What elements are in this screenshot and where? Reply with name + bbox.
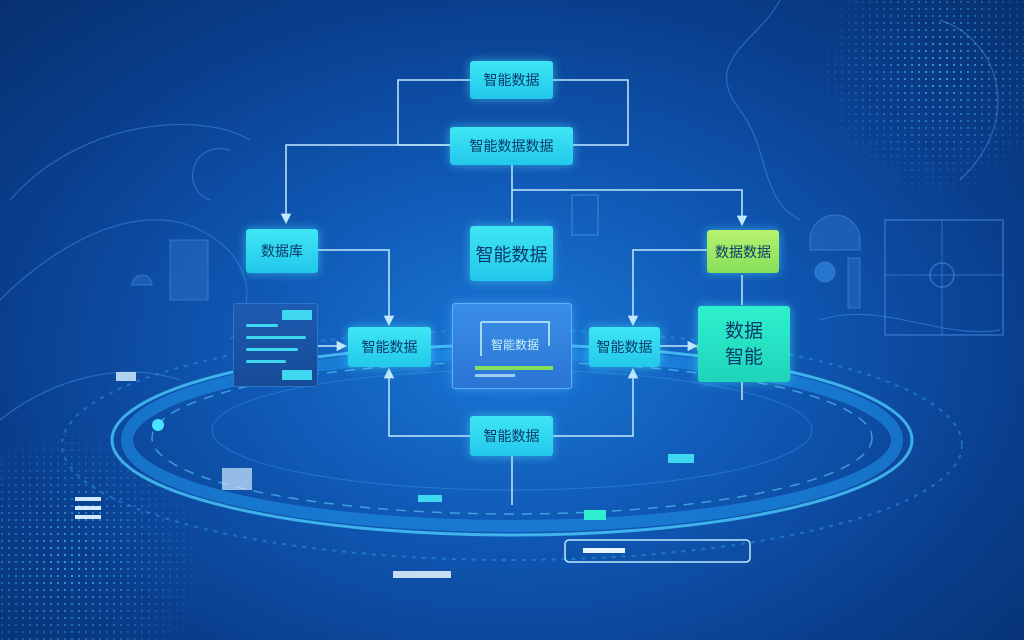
node-left-small[interactable]: 数据库 [246,229,318,273]
background-curves [0,0,1001,421]
doc-line [246,360,286,363]
document-panel [233,303,318,387]
node-bottom[interactable]: 智能数据 [470,416,553,456]
dot-pattern-top-right [800,0,1024,220]
node-left-mid[interactable]: 智能数据 [348,327,431,367]
node-center-mid[interactable]: 智能数据 [470,226,553,281]
node-right-big-line1: 数据 [724,320,763,342]
node-top-b[interactable]: 智能数据数据 [450,127,573,165]
node-right-big-line2: 智能 [724,346,763,368]
screen-frame-icon [475,321,553,377]
doc-line [246,336,306,339]
connectors [280,79,748,505]
doc-block [282,310,312,320]
doc-line [246,348,298,351]
node-right-big[interactable]: 数据 智能 [698,306,790,382]
node-right-small[interactable]: 数据数据 [707,230,779,273]
doc-line [246,324,278,327]
screen-panel: 智能数据 [452,303,572,389]
screen-caption: 智能数据 [491,338,540,352]
decorative-shapes [131,194,1004,336]
dot-pattern-bottom-left [0,420,220,640]
doc-block [282,370,312,380]
node-top-a[interactable]: 智能数据 [470,61,553,99]
node-right-mid[interactable]: 智能数据 [589,327,660,367]
